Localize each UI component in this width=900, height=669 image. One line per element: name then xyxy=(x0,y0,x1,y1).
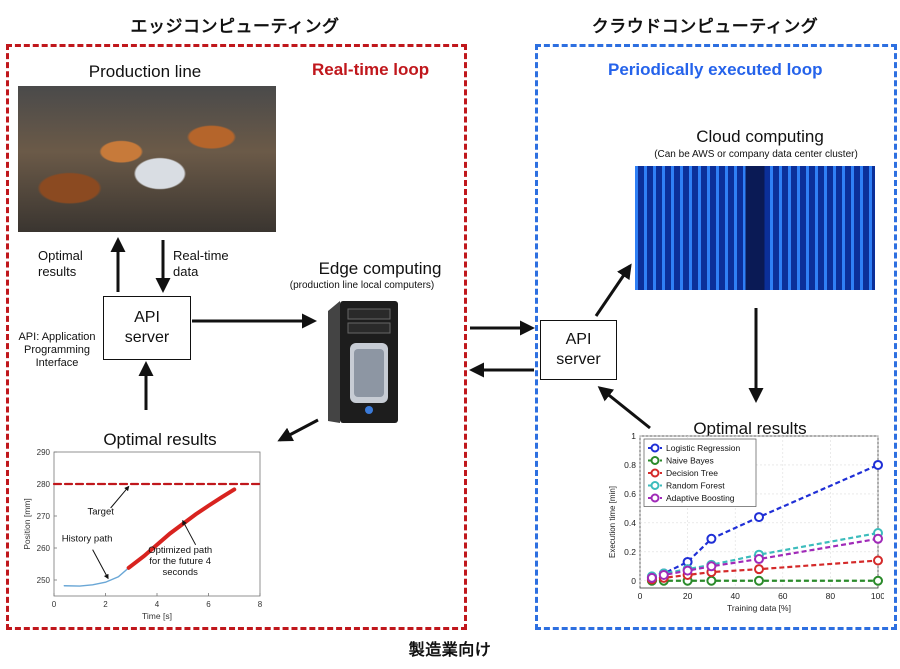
exec-ytick-label: 0 xyxy=(631,576,636,586)
exec-series-point-1 xyxy=(754,575,764,586)
target-annotation-arrow xyxy=(110,485,130,509)
position-xtick-label: 4 xyxy=(155,600,160,609)
real-time-data-label: Real-time data xyxy=(173,248,229,279)
arrow-edge-to-chart xyxy=(277,418,319,442)
position-ytick-label: 260 xyxy=(37,544,51,553)
cloud-api-line2: server xyxy=(556,351,601,368)
position-ytick-label: 270 xyxy=(37,512,51,521)
edge-api-line2: server xyxy=(124,329,170,346)
exec-legend-marker xyxy=(650,481,660,490)
tower-computer-icon xyxy=(328,301,398,423)
exec-series-point-1 xyxy=(873,575,883,586)
footer-caption: 製造業向け xyxy=(408,642,492,659)
api-definition-note: API: Application Programming Interface xyxy=(18,331,96,370)
exec-series-point-4 xyxy=(873,533,883,544)
production-line-title: Production line xyxy=(88,62,202,81)
edge-api-line1: API xyxy=(134,309,160,326)
data-center-photo xyxy=(635,166,875,290)
edge-api-server-box: API server xyxy=(103,296,191,360)
target-annotation: Target xyxy=(87,506,114,517)
periodic-loop-label: Periodically executed loop xyxy=(608,60,823,79)
exec-series-point-2 xyxy=(873,555,883,566)
position-plot-area xyxy=(53,451,261,597)
exec-series-point-0 xyxy=(754,512,764,523)
edge-computing-heading: エッジコンピューティング xyxy=(130,17,340,36)
history-path-annotation-arrow xyxy=(92,549,109,580)
exec-xtick-label: 80 xyxy=(826,591,836,601)
position-ytick-label: 250 xyxy=(37,576,51,585)
exec-legend-marker xyxy=(650,456,660,465)
cloud-computing-subtitle: (Can be AWS or company data center clust… xyxy=(654,149,858,160)
exec-ytick-label: 0.6 xyxy=(624,489,636,499)
cloud-optimal-results-title: Optimal results xyxy=(693,419,807,438)
position-xtick-label: 0 xyxy=(52,600,57,609)
cloud-api-line1: API xyxy=(565,331,592,348)
exec-ylabel: Execution time [min] xyxy=(608,486,617,558)
exec-ytick-label: 0.2 xyxy=(624,547,636,557)
exec-legend-marker xyxy=(650,468,660,478)
exec-series-point-4 xyxy=(706,561,717,572)
exec-series-point-0 xyxy=(706,533,717,544)
cloud-computing-heading: クラウドコンピューティング xyxy=(591,17,819,36)
exec-xtick-label: 0 xyxy=(638,591,643,601)
exec-series-point-4 xyxy=(754,554,764,565)
edge-computing-subtitle: (production line local computers) xyxy=(289,280,435,291)
exec-legend-marker xyxy=(650,493,660,503)
edge-optimal-results-title: Optimal results xyxy=(103,430,217,449)
arrow-api-to-cloud xyxy=(594,263,632,317)
exec-series-point-2 xyxy=(754,564,764,575)
exec-legend-box xyxy=(643,438,757,507)
real-time-loop-frame xyxy=(6,44,467,630)
exec-series-point-4 xyxy=(658,569,669,580)
exec-legend-label: Naive Bayes xyxy=(666,456,714,466)
exec-series-point-4 xyxy=(682,565,693,576)
position-series-line-0 xyxy=(63,567,130,587)
position-ylabel: Position [mm] xyxy=(22,498,32,550)
exec-xlabel: Training data [%] xyxy=(727,603,791,613)
periodic-loop-frame xyxy=(535,44,897,630)
exec-legend-label: Random Forest xyxy=(666,481,725,491)
exec-xtick-label: 100 xyxy=(871,591,884,601)
position-xtick-label: 8 xyxy=(258,600,263,609)
history-path-annotation: History path xyxy=(62,534,113,545)
position-xlabel: Time [s] xyxy=(142,611,172,621)
optimized-path-annotation-arrow xyxy=(182,519,197,546)
production-line-photo xyxy=(18,86,276,232)
exec-xtick-label: 60 xyxy=(778,591,788,601)
exec-legend-label: Adaptive Boosting xyxy=(666,493,735,503)
exec-xtick-label: 20 xyxy=(683,591,693,601)
exec-ytick-label: 0.8 xyxy=(624,460,636,470)
exec-legend-label: Decision Tree xyxy=(666,468,718,478)
position-xtick-label: 6 xyxy=(206,600,211,609)
exec-ytick-label: 1 xyxy=(631,431,636,441)
optimal-results-label: Optimal results xyxy=(38,248,83,279)
real-time-loop-label: Real-time loop xyxy=(312,60,430,79)
arrow-results-to-api xyxy=(597,386,651,430)
position-xtick-label: 2 xyxy=(103,600,108,609)
exec-series-point-4 xyxy=(646,572,657,583)
exec-legend-marker xyxy=(650,443,660,453)
exec-legend-label: Logistic Regression xyxy=(666,443,740,453)
exec-xtick-label: 40 xyxy=(730,591,740,601)
position-ytick-label: 280 xyxy=(37,480,51,489)
position-ytick-label: 290 xyxy=(37,448,51,457)
cloud-computing-title: Cloud computing xyxy=(696,127,824,146)
cloud-api-server-box: API server xyxy=(540,320,617,380)
exec-series-point-0 xyxy=(873,459,883,470)
edge-computing-title: Edge computing xyxy=(318,259,442,278)
exec-ytick-label: 0.4 xyxy=(624,518,636,528)
